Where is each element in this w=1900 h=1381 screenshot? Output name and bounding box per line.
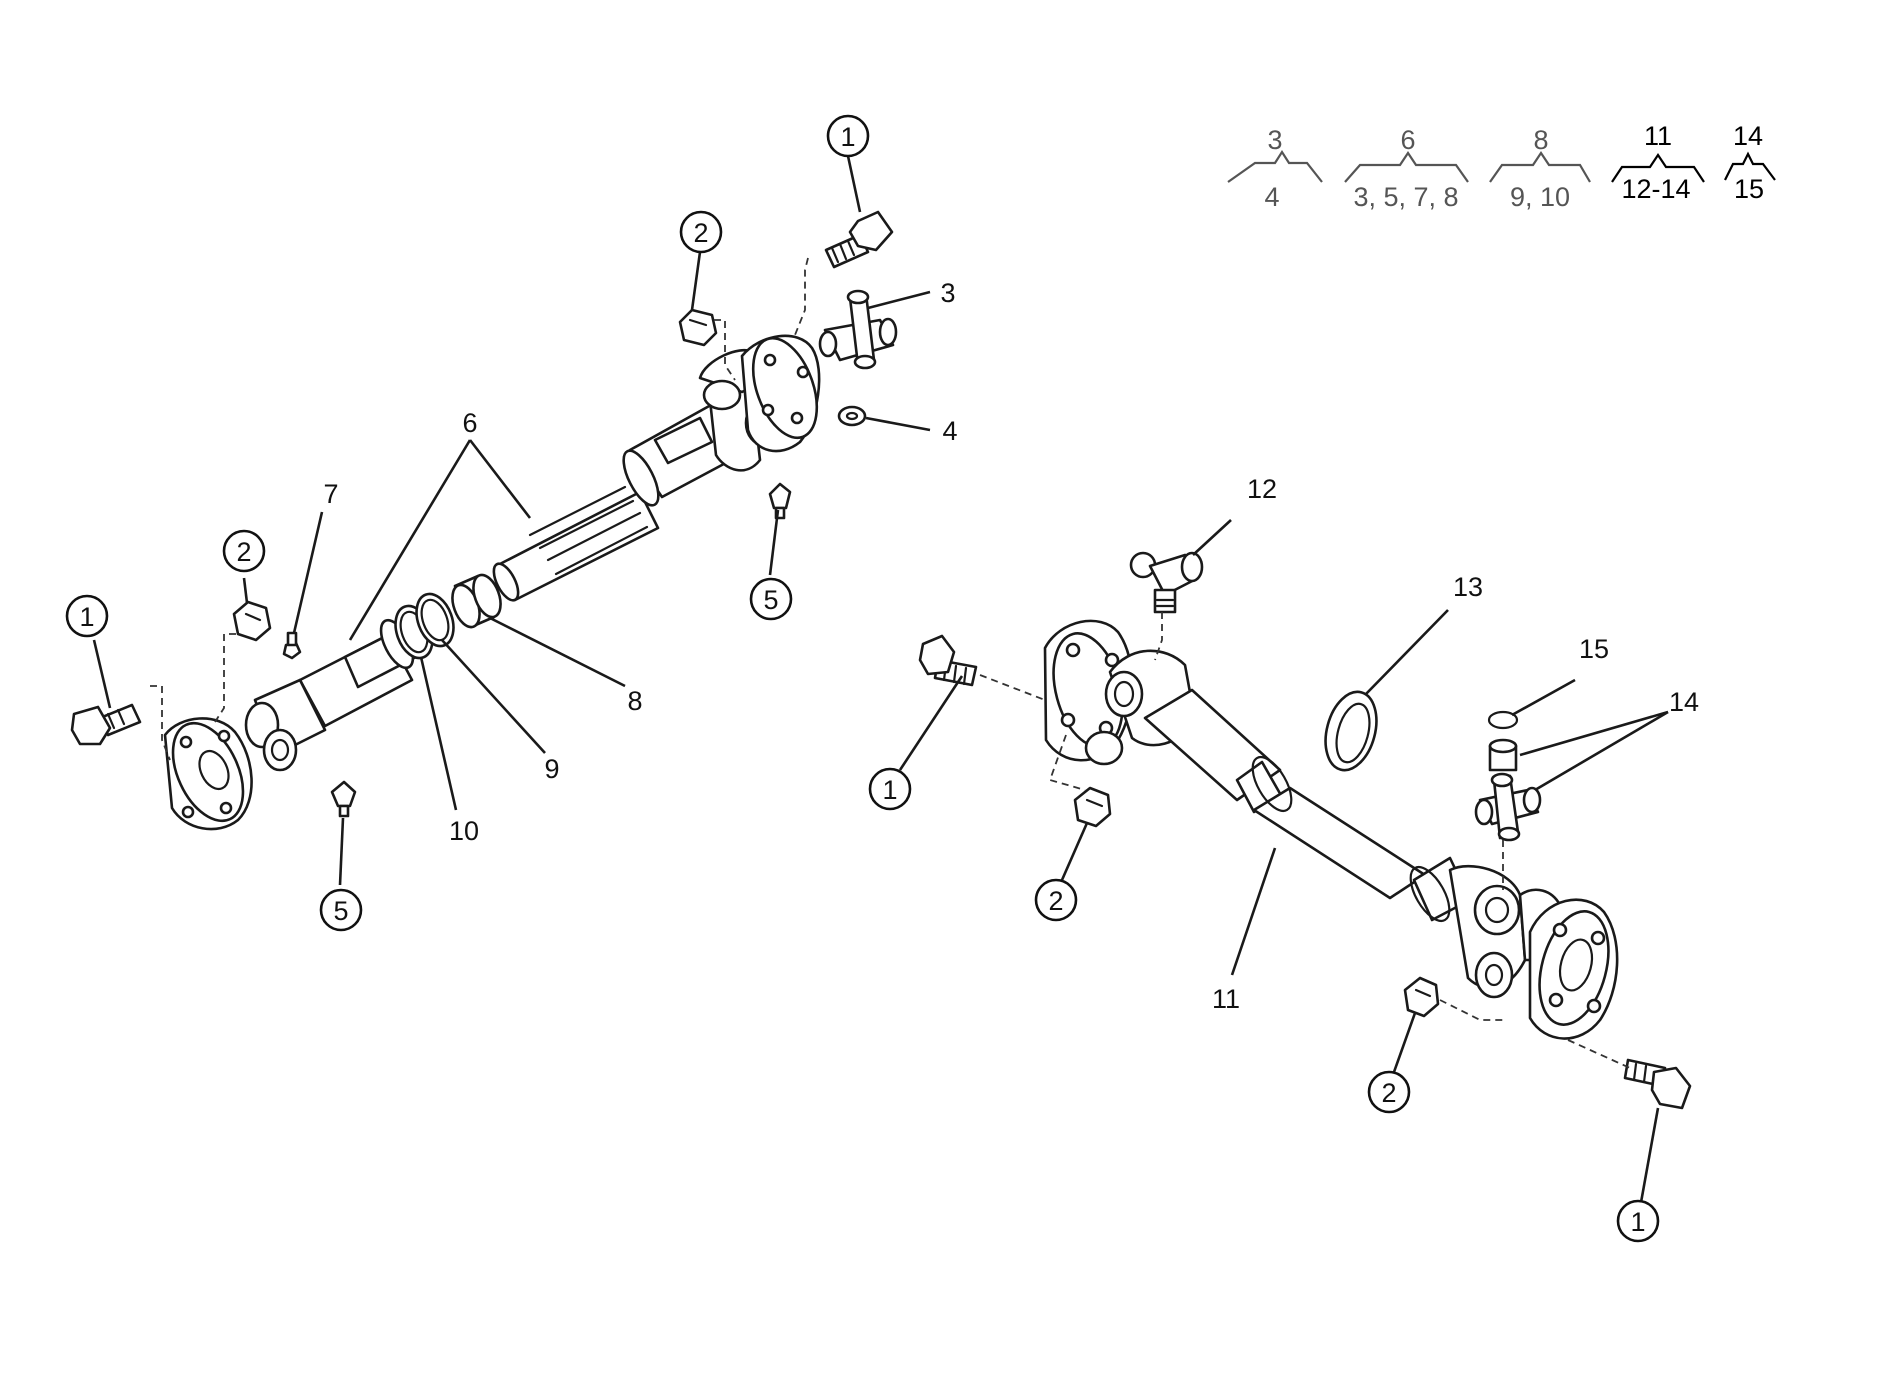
ring-13 xyxy=(1324,690,1378,772)
part-group-key: 3 4 6 3, 5, 7, 8 8 9, 10 11 12-14 14 15 xyxy=(1227,121,1776,212)
callout-nut-right-upper: 2 xyxy=(1034,878,1078,922)
callout-text: 2 xyxy=(1381,1078,1396,1108)
spider-cross-14 xyxy=(1474,772,1542,842)
spider-cross-3 xyxy=(818,289,898,370)
key-14-top: 14 xyxy=(1733,121,1763,151)
callout-bolt-left: 1 xyxy=(65,594,109,638)
callout-cups-14: 14 xyxy=(1669,687,1699,717)
callout-text: 1 xyxy=(1630,1207,1645,1237)
callout-fitting-7: 7 xyxy=(323,479,338,509)
callout-text: 1 xyxy=(79,602,94,632)
key-3-bottom: 4 xyxy=(1264,182,1279,212)
callout-shaft-11: 11 xyxy=(1212,984,1240,1014)
callout-text: 1 xyxy=(840,122,855,152)
key-8-top: 8 xyxy=(1533,125,1548,155)
nut-right-lower xyxy=(1403,976,1440,1018)
callout-text: 5 xyxy=(333,896,348,926)
fitting-7 xyxy=(282,631,302,660)
callout-text: 2 xyxy=(236,537,251,567)
key-group-11: 11 12-14 xyxy=(1611,121,1705,204)
propshaft-assembly-lower xyxy=(918,551,1692,1110)
leader-lines xyxy=(92,155,1669,1209)
key-3-top: 3 xyxy=(1267,125,1282,155)
callout-text: 2 xyxy=(693,218,708,248)
key-group-14: 14 15 xyxy=(1724,121,1776,204)
callout-labels: 1 2 3 4 5 6 7 8 9 10 1 2 5 12 13 15 xyxy=(65,114,1699,1243)
callout-bolt-upper: 1 xyxy=(826,114,870,158)
bolt-right-lower xyxy=(1623,1058,1692,1110)
callout-ring-9: 9 xyxy=(544,754,559,784)
bolt-upper xyxy=(824,210,894,269)
callout-ring-13: 13 xyxy=(1453,572,1483,602)
callout-nipple-5-lower: 5 xyxy=(319,888,363,932)
callout-nut-right-lower: 2 xyxy=(1367,1070,1411,1114)
key-14-bottom: 15 xyxy=(1734,174,1764,204)
ring-9 xyxy=(415,592,455,648)
key-group-6: 6 3, 5, 7, 8 xyxy=(1344,125,1469,212)
key-8-bottom: 9, 10 xyxy=(1510,182,1570,212)
bolt-left xyxy=(70,703,142,746)
nut-left xyxy=(232,600,272,642)
callout-circlip-15: 15 xyxy=(1579,634,1609,664)
bolt-right-upper xyxy=(918,634,978,687)
callout-nipple-5-upper: 5 xyxy=(749,577,793,621)
key-group-3: 3 4 xyxy=(1227,125,1323,212)
nut-right-upper xyxy=(1073,786,1112,828)
key-11-bottom: 12-14 xyxy=(1621,174,1690,204)
nipple-5-upper xyxy=(768,482,792,520)
bush-8 xyxy=(451,573,502,629)
key-11-top: 11 xyxy=(1644,121,1672,151)
key-6-bottom: 3, 5, 7, 8 xyxy=(1353,182,1458,212)
key-6-top: 6 xyxy=(1400,125,1415,155)
callout-text: 5 xyxy=(763,585,778,615)
callout-text: 2 xyxy=(1048,886,1063,916)
fitting-12 xyxy=(1129,551,1204,614)
callout-nut-upper: 2 xyxy=(679,210,723,254)
callout-fitting-12: 12 xyxy=(1247,474,1277,504)
nipple-5-lower xyxy=(330,780,357,818)
callout-text: 1 xyxy=(882,775,897,805)
callout-ring-10: 10 xyxy=(449,816,479,846)
callout-bush-8: 8 xyxy=(627,686,642,716)
callout-bolt-right-upper: 1 xyxy=(868,767,912,811)
callout-spider-3: 3 xyxy=(940,278,955,308)
washer-4 xyxy=(837,405,867,427)
callout-shaft-6: 6 xyxy=(462,408,477,438)
key-group-8: 8 9, 10 xyxy=(1489,125,1591,212)
callout-nut-left: 2 xyxy=(222,529,266,573)
splined-shaft xyxy=(492,334,821,602)
shaft-tube xyxy=(163,618,418,831)
propshaft-assembly-upper xyxy=(70,210,898,831)
nut-upper xyxy=(678,308,718,347)
callout-bolt-right-lower: 1 xyxy=(1616,1199,1660,1243)
callout-washer-4: 4 xyxy=(942,416,957,446)
bearing-cup-14 xyxy=(1488,738,1518,772)
circlip-15 xyxy=(1487,710,1519,730)
